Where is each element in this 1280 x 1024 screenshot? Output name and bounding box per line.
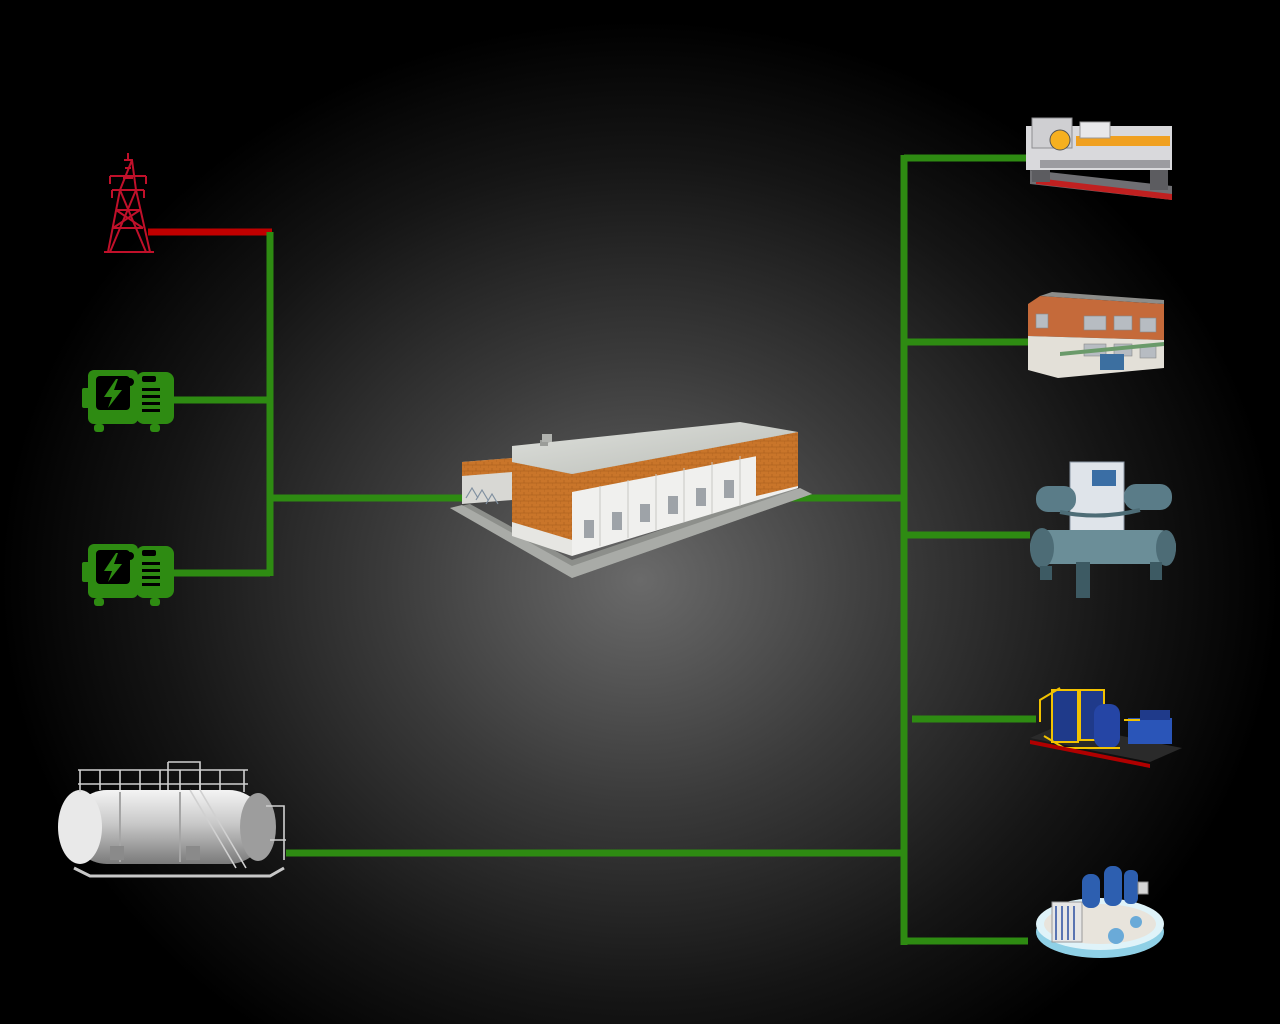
generator-icon-1 — [82, 370, 174, 432]
office-building-icon — [1028, 292, 1164, 378]
water-treatment-icon — [1036, 866, 1164, 958]
chiller-unit-icon — [1030, 461, 1176, 598]
connection-lines — [148, 154, 1036, 945]
boiler-tank-icon — [58, 761, 286, 878]
factory-building-icon — [450, 422, 812, 578]
compressor-skid-icon — [1030, 687, 1182, 768]
lathe-machine-icon — [1026, 117, 1172, 200]
transmission-tower-icon — [104, 153, 154, 253]
generator-icon-2 — [82, 544, 174, 606]
